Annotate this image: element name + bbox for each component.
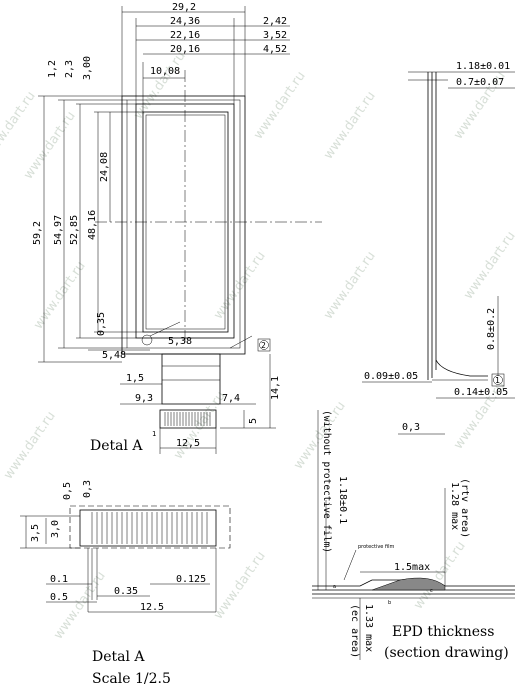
dim-9-3: 9,3 [135, 393, 153, 404]
dim-20-16: 20,16 [170, 44, 200, 55]
dim-29-2: 29,2 [172, 2, 196, 13]
watermark: www.dart.ru [21, 109, 79, 182]
dim-59-2: 59,2 [32, 221, 43, 245]
detail-dim-0-5b: 0.5 [50, 592, 68, 603]
section-sealant [371, 577, 446, 591]
watermark: www.dart.ru [0, 89, 39, 162]
dim-0-7: 0.7±0.07 [456, 77, 504, 88]
section-label-b: b [388, 600, 391, 606]
front-view: 29,2 24,36 22,16 20,16 10,08 2,42 3,52 4… [32, 2, 322, 454]
fpc-connector [159, 409, 217, 429]
dim-0-09: 0.09±0.05 [364, 371, 418, 382]
dim-2-42: 2,42 [263, 16, 287, 27]
detail-view: 3,5 3,0 0,5 0,3 0.1 0.35 0.125 0.5 12.5 … [20, 480, 231, 687]
callout-2: 2 [261, 341, 266, 350]
detail-scale: Scale 1/2.5 [92, 671, 171, 687]
watermark: www.dart.ru [411, 539, 469, 612]
detail-outline [69, 505, 231, 549]
dim-7-4: 7,4 [222, 393, 240, 404]
callout-box-2 [257, 338, 271, 352]
detail-dim-0-5: 0,5 [62, 482, 73, 500]
detail-dim-12-5: 12.5 [140, 602, 164, 613]
detail-connector [79, 509, 217, 547]
detail-dim-0-35: 0.35 [114, 586, 138, 597]
dim-1-5: 1,5 [126, 373, 144, 384]
dim-24-08: 24,08 [99, 152, 110, 182]
dim-54-97: 54,97 [53, 215, 64, 245]
dim-1-5max: 1.5max [394, 562, 430, 573]
section-label-a: a [333, 584, 336, 590]
fpc-pins [164, 412, 211, 426]
fpc-tail [161, 353, 221, 405]
dim-0-3: 0,3 [402, 422, 420, 433]
watermark: www.dart.ru [461, 229, 519, 302]
watermark: www.dart.ru [321, 249, 379, 322]
rtv-dim: 1.28 max [449, 482, 460, 530]
dim-1-18: 1.18±0.01 [456, 61, 510, 72]
dim-52-85: 52,85 [69, 215, 80, 245]
epd-thickness-subtitle: (section drawing) [384, 645, 509, 661]
dim-1-2: 1,2 [47, 60, 58, 78]
detail-dim-3-0: 3,0 [50, 520, 61, 538]
section-label-c: c [430, 588, 433, 594]
dim-3-00: 3,00 [82, 56, 93, 80]
rtv-area-label: (rtv area) [459, 478, 470, 538]
ec-dim: 1.33 max [363, 604, 374, 652]
dim-10-08: 10,08 [150, 66, 180, 77]
dim-14-1: 14,1 [270, 376, 281, 400]
watermark: www.dart.ru [321, 89, 379, 162]
epd-thickness-title: EPD thickness [392, 624, 494, 640]
without-film-note: (without protective film) [321, 410, 332, 553]
module-inner-outline [126, 99, 241, 349]
dim-48-16: 48,16 [87, 210, 98, 240]
detail-dim-0-125: 0.125 [176, 574, 206, 585]
detail-dim-0-3: 0,3 [82, 480, 93, 498]
dim-0-14: 0.14±0.05 [454, 387, 508, 398]
section-view: (without protective film) 1.18±0.1 prote… [312, 410, 515, 661]
dim-5-38: 5,38 [168, 336, 192, 347]
detail-pins [91, 512, 208, 544]
dim-5: 5 [248, 418, 259, 424]
dim-3-52: 3,52 [263, 30, 287, 41]
watermark: www.dart.ru [211, 549, 269, 622]
detail-title: Detal A [92, 649, 145, 665]
dim-12-5: 12,5 [176, 438, 200, 449]
watermark: www.dart.ru [291, 399, 349, 472]
dim-5-48: 5,48 [102, 350, 126, 361]
detail-a-label: Detal A [90, 438, 143, 454]
dim-24-36: 24,36 [170, 16, 200, 27]
detail-a-marker [141, 334, 153, 346]
watermark: www.dart.ru [251, 69, 309, 142]
detail-dim-0-1: 0.1 [50, 574, 68, 585]
protective-film-label: protective film [358, 544, 394, 550]
dim-0-8: 0.8±0.2 [486, 308, 497, 350]
side-fpc-bend [435, 359, 488, 377]
without-film-dim: 1.18±0.1 [337, 476, 348, 524]
side-view: 1.18±0.01 0.7±0.07 0.8±0.2 0.09±0.05 0.1… [362, 61, 515, 435]
callout-1: 1 [495, 376, 500, 385]
dim-0-35: 0,35 [96, 312, 107, 336]
pin-1-label: 1 [152, 430, 156, 438]
callout-box-1 [491, 373, 505, 387]
ec-area-label: (ec area) [349, 604, 360, 658]
watermark: www.dart.ru [131, 49, 189, 122]
detail-dim-3-5: 3,5 [30, 524, 41, 542]
dim-4-52: 4,52 [263, 44, 287, 55]
dim-22-16: 22,16 [170, 30, 200, 41]
watermark: www.dart.ru [1, 409, 59, 482]
dim-2-3: 2,3 [64, 60, 75, 78]
